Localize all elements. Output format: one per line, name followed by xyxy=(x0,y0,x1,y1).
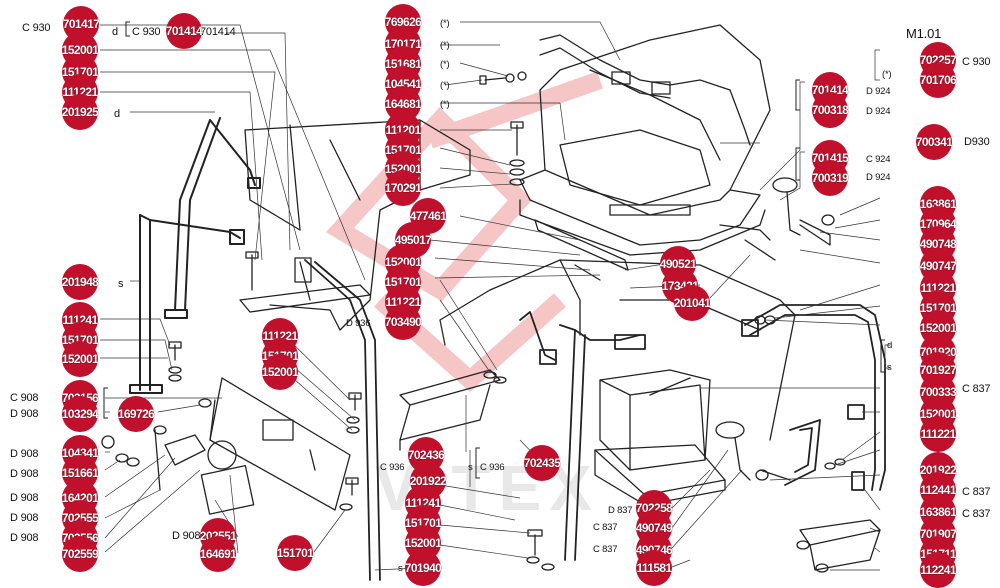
label-d837-1: D 837 xyxy=(608,505,633,516)
label-s-c936: s xyxy=(468,462,473,473)
label-c936-b: C 936 xyxy=(480,462,505,473)
label-star-right: (*) xyxy=(882,69,892,80)
part-badge-701706[interactable]: 701706 xyxy=(920,62,957,98)
part-badge-164691[interactable]: 164691 xyxy=(200,536,237,572)
label-d908-4: D 908 xyxy=(10,492,39,504)
label-d930: D930 xyxy=(964,136,990,148)
label-c837-1: C 837 xyxy=(593,522,618,533)
part-badge-201948[interactable]: 201948 xyxy=(62,264,99,300)
part-badge-700318[interactable]: 700318 xyxy=(812,92,849,128)
label-c930-right: C 930 xyxy=(962,56,991,68)
right-bottom-bracket xyxy=(754,214,881,573)
label-c936: C 936 xyxy=(380,462,405,473)
center-step xyxy=(399,369,501,451)
label-star-1: (*) xyxy=(440,18,450,29)
label-d908-3: D 908 xyxy=(10,468,39,480)
left-bracket-plate xyxy=(209,377,351,511)
part-badge-701940[interactable]: 701940 xyxy=(405,550,442,586)
left-rollbar xyxy=(129,117,261,394)
leader-lines xyxy=(100,21,890,571)
right-knob-hook xyxy=(715,177,831,481)
label-c930-top-left: C 930 xyxy=(22,22,51,34)
label-701414-plain: 701414 xyxy=(200,26,236,38)
label-star-5: (*) xyxy=(440,99,450,110)
label-d-top-left: d xyxy=(112,26,118,38)
label-d908-6: D 908 xyxy=(10,532,39,544)
part-badge-111581[interactable]: 111581 xyxy=(636,550,672,586)
part-badge-169726[interactable]: 169726 xyxy=(118,396,155,432)
part-badge-700341[interactable]: 700341 xyxy=(916,124,953,160)
part-badge-152001-c[interactable]: 152001 xyxy=(262,354,299,390)
label-d924-3: D 924 xyxy=(866,172,891,183)
seat-assembly xyxy=(519,24,771,256)
label-d-right: d xyxy=(887,340,893,351)
part-badge-201925[interactable]: 201925 xyxy=(62,94,99,130)
label-s-bottom: s xyxy=(398,563,403,574)
tool-box xyxy=(594,369,726,506)
label-c837-r2: C 837 xyxy=(962,486,991,498)
label-s-right: s xyxy=(887,362,892,373)
label-d908-1: D 908 xyxy=(10,408,39,420)
label-c930-mid: C 930 xyxy=(132,26,161,38)
label-star-2: (*) xyxy=(440,40,450,51)
label-star-3: (*) xyxy=(440,59,450,70)
center-handrail xyxy=(519,311,646,561)
label-d924-1: D 924 xyxy=(866,86,891,97)
left-step xyxy=(239,257,371,313)
label-c837-2: C 837 xyxy=(593,544,618,555)
label-c924: C 924 xyxy=(866,154,891,165)
label-d924-2: D 924 xyxy=(866,106,891,117)
part-badge-700319[interactable]: 700319 xyxy=(812,160,849,196)
seat-slides xyxy=(534,219,776,281)
part-badge-103294[interactable]: 103294 xyxy=(62,396,99,432)
header-code: M1.01 xyxy=(906,26,942,41)
label-brackets xyxy=(103,21,885,479)
label-c837-r3: C 837 xyxy=(962,508,991,520)
part-badge-152001-b[interactable]: 152001 xyxy=(62,341,99,377)
label-d-left: d xyxy=(114,108,120,120)
hinge-and-cover xyxy=(153,398,255,515)
label-c837-r1: C 837 xyxy=(962,383,991,395)
part-badge-702559[interactable]: 702559 xyxy=(62,536,99,572)
part-badge-201041[interactable]: 201041 xyxy=(674,285,711,321)
part-badge-702435[interactable]: 702435 xyxy=(524,445,561,481)
label-c908-1: C 908 xyxy=(10,392,39,404)
label-d908-2: D 908 xyxy=(10,448,39,460)
left-bolts xyxy=(101,251,362,511)
right-rollbar xyxy=(741,304,886,491)
left-ladder-tube xyxy=(304,259,381,581)
label-d908-5: D 908 xyxy=(10,512,39,524)
label-d908-7: D 908 xyxy=(172,530,201,542)
part-badge-701414[interactable]: 701414 xyxy=(166,13,203,49)
part-badge-151701-c[interactable]: 151701 xyxy=(277,535,314,571)
part-badge-703490[interactable]: 703490 xyxy=(385,304,422,340)
label-star-4: (*) xyxy=(440,80,450,91)
label-s-left: s xyxy=(118,278,124,290)
seat-belt xyxy=(539,34,751,146)
label-d936: D 936 xyxy=(346,318,371,329)
part-badge-111221-e[interactable]: 111221 xyxy=(920,416,956,452)
part-badge-112241[interactable]: 112241 xyxy=(920,552,956,588)
part-badge-170291[interactable]: 170291 xyxy=(385,170,422,206)
